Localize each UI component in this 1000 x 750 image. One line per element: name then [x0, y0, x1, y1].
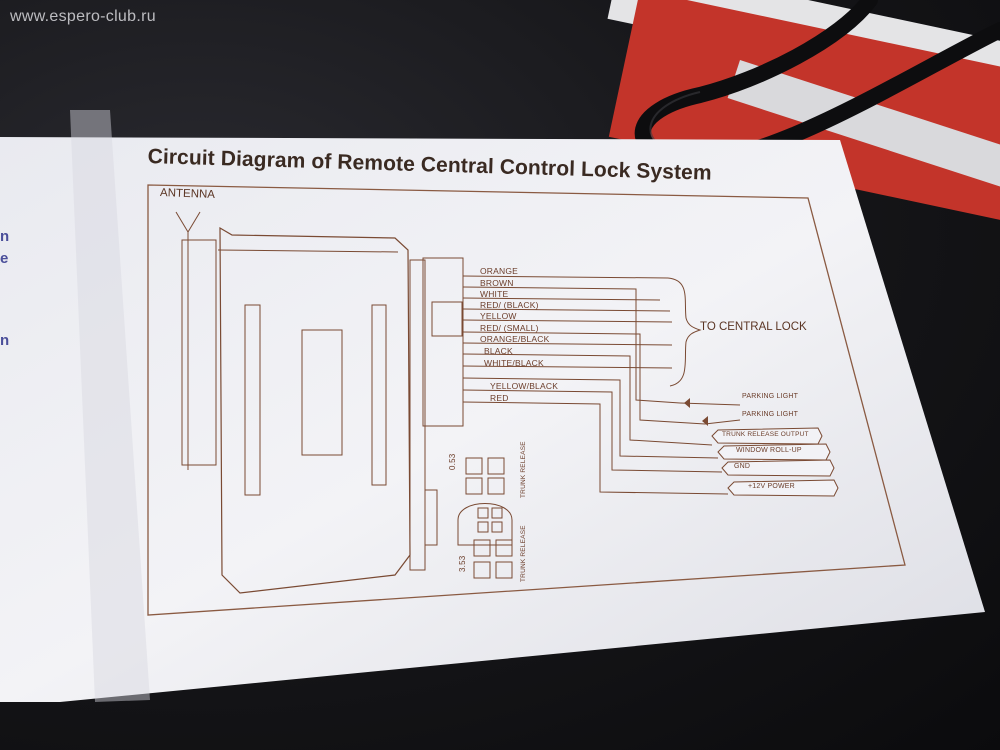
- instruction-sheet: [0, 110, 985, 702]
- output-label: TRUNK RELEASE OUTPUT: [722, 431, 809, 438]
- fuse-label: 3.53: [458, 555, 467, 572]
- output-label: WINDOW ROLL-UP: [736, 447, 802, 454]
- trunk-release-label: TRUNK RELEASE: [520, 441, 527, 498]
- wire-label: YELLOW: [480, 311, 517, 321]
- wire-label: RED/ (BLACK): [480, 300, 539, 310]
- wire-label: WHITE/BLACK: [484, 358, 544, 368]
- fuse-label: 0.53: [448, 453, 457, 470]
- wire-label: YELLOW/BLACK: [490, 381, 559, 391]
- output-label: PARKING LIGHT: [742, 411, 799, 418]
- output-label: +12V POWER: [748, 483, 795, 490]
- edge-letter-2: e: [0, 250, 9, 267]
- antenna-label: ANTENNA: [159, 187, 216, 201]
- output-label: PARKING LIGHT: [742, 393, 799, 400]
- edge-letter-3: n: [0, 332, 10, 349]
- wire-label: RED/ (SMALL): [480, 323, 539, 333]
- watermark: www.espero-club.ru: [10, 8, 156, 25]
- wire-label: ORANGE: [480, 266, 519, 276]
- wire-label: BROWN: [480, 278, 514, 288]
- trunk-release-label-lower: TRUNK RELEASE: [520, 525, 527, 582]
- wire-label: RED: [490, 393, 509, 403]
- output-label: GND: [734, 463, 751, 470]
- to-central-lock-label: TO CENTRAL LOCK: [700, 321, 807, 333]
- wire-label: BLACK: [484, 346, 513, 356]
- wire-label: ORANGE/BLACK: [480, 334, 550, 344]
- edge-letter-1: n: [0, 228, 10, 245]
- wire-label: WHITE: [480, 289, 509, 299]
